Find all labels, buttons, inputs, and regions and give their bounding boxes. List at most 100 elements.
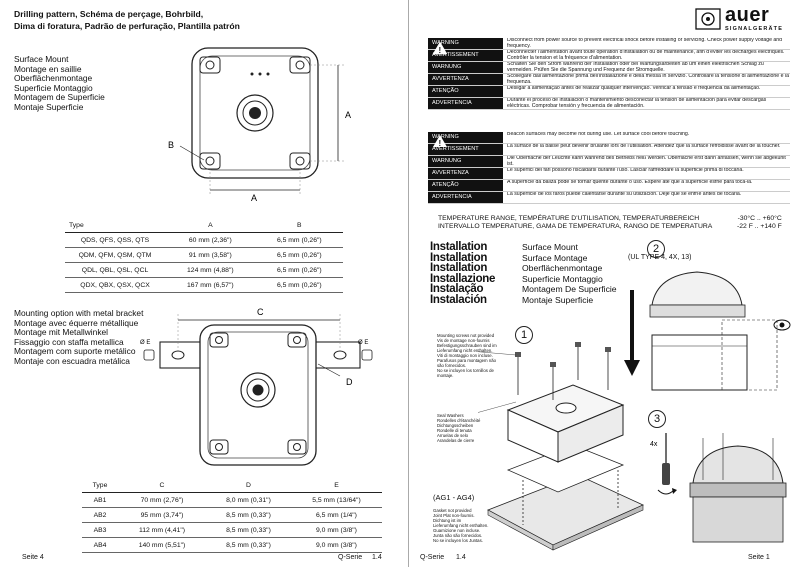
warning-text: Durante el proceso de instalación o mant… [507,98,767,109]
installation-de: Installation [430,262,488,274]
table-cell: AB3 [82,522,118,538]
drilling-pattern-title: Drilling pattern, Schéma de perçage, Boh… [14,8,240,32]
installation-mount-es: Montaje Superficie [522,294,594,305]
temperature-line-1: TEMPERATURE RANGE, TEMPÉRATURE D'UTILISA… [438,215,700,222]
table-cell: 140 mm (5,51") [118,537,206,553]
installation-mount-de: Oberflächenmontage [522,263,603,273]
surface-mount-it: Superficie Montaggio [14,82,93,93]
dim-e-left: Ø E [140,340,150,346]
surface-mount-list: Surface Mount Montage en saillie Oberflä… [14,54,105,112]
warning-text: Le superfici dei fari possono riscaldars… [507,168,744,173]
warning-label: AVERTISSEMENT [428,50,503,61]
note-line: No se incluyen los tornillos de [437,368,494,373]
title-line-2: Dima di foratura, Padrão de perfuração, … [14,21,240,31]
table-cell: AB1 [82,492,118,508]
table-cell: 6,5 mm (0,26") [255,262,343,278]
note-line: Befestigungsschrauben sind im [437,343,497,348]
ag-label: (AG1 - AG4) [433,493,475,502]
warning-text: Desligar a alimentação antes de realizar… [507,86,761,91]
note-line: Gasket not provided [433,508,472,513]
note-line: Seal Washers [437,413,464,418]
note-line: No se incluyen los Juntas. [433,538,483,543]
right-version: 1.4 [456,554,466,561]
surface-mount-pt: Montagem de Superficie [14,92,105,102]
surface-mount-en: Surface Mount [14,54,69,64]
table-cell: 70 mm (2,76") [118,492,206,508]
step-3-badge: 3 [648,410,666,428]
dim-c: C [257,307,264,317]
warning-label: WARNING [428,38,503,49]
warning-label: ATENÇÃO [428,180,503,191]
right-series: Q-Serie [420,554,445,561]
bracket-es: Montaje con escuadra metálica [14,355,130,366]
bracket-pt: Montagem com suporte metálico [14,346,136,356]
warning-block-electrical: WARNING Disconnect from power source to p… [428,38,790,110]
bracket-fr: Montage avec équerre métallique [14,317,139,328]
logo-word: auer [725,4,770,26]
table-cell: 6,5 mm (1/4") [290,507,382,523]
table-cell: 8,5 mm (0,33") [206,522,291,538]
warning-text: Scollegare dall'alimentazione prima dell… [507,74,789,85]
table-cell: 8,5 mm (0,33") [206,507,291,523]
table2-header-c: C [118,478,206,493]
note-line: são fornecidos. [437,363,467,368]
step-1-exploded-drawing [478,342,644,551]
table1-header-a: A [165,218,256,233]
warning-label: WARNUNG [428,156,503,167]
warning-label: ADVERTENCIA [428,192,503,203]
dim-a-horizontal: A [251,193,257,203]
table-cell: AB2 [82,507,118,523]
warning-label: WARNUNG [428,62,503,73]
table1-header-type: Type [65,218,166,233]
note-line: Viti di montaggio non incluse. [437,353,493,358]
warning-text: Disconnect from power source to prevent … [507,38,783,49]
table-cell: AB4 [82,537,118,553]
bracket-mount-list: Mounting option with metal bracket Monta… [14,308,143,366]
warning-label: ATENÇÃO [428,86,503,97]
warning-row: ATENÇÃO Desligar a alimentação antes de r… [428,86,790,98]
table-cell: QDM, QFM, QSM, QTM [65,247,166,263]
surface-mount-es: Montaje Superficie [14,101,84,112]
temperature-line-2: INTERVALLO TEMPERATURE, GAMA DE TEMPERAT… [438,223,713,230]
right-page-number: Seite 1 [748,554,770,561]
logo-emblem-icon [695,8,721,30]
installation-mount-pt: Montagem De Superficie [522,284,617,294]
warning-row: AVERTISSEMENT La surface de la balise peu… [428,144,790,156]
table-cell: 9,0 mm (3/8") [290,537,382,553]
warning-text: La surface de la balise peut devenir brû… [507,144,781,149]
note-line: Mounting screws not provided [437,333,495,338]
note-line: montaje. [437,373,454,378]
note-seal-washers: Seal Washers Rondelles d'étanchéité Dich… [437,413,480,443]
warning-text: Déconnecter l'alimentation avant toute o… [507,50,785,61]
table2-header-type: Type [82,478,118,493]
note-line: Arandelas de cierre [437,438,475,443]
dim-e-right: Ø E [358,340,368,346]
installation-en: Installation [430,241,488,253]
warning-label: AVERTISSEMENT [428,144,503,155]
table-cell: 167 mm (6,57") [165,277,256,293]
drilling-pattern-diagram: A A B [168,47,351,203]
auer-logo: auer SIGNALGERÄTE [695,4,791,32]
note-line: Dichtungsscheiben [437,423,474,428]
installation-mount-en: Surface Mount [522,242,578,252]
installation-it: Installazione [430,272,496,285]
svg-text:!: ! [439,139,442,148]
table-cell: 6,5 mm (0,26") [255,277,343,293]
installation-mount-fr: Surface Montage [522,252,588,263]
bracket-diagram: C D Ø E Ø E [140,307,373,466]
temperature-celsius: -30°C .. +60°C [737,215,782,222]
temperature-range-label: TEMPERATURE RANGE, TEMPÉRATURE D'UTILISA… [438,215,712,231]
